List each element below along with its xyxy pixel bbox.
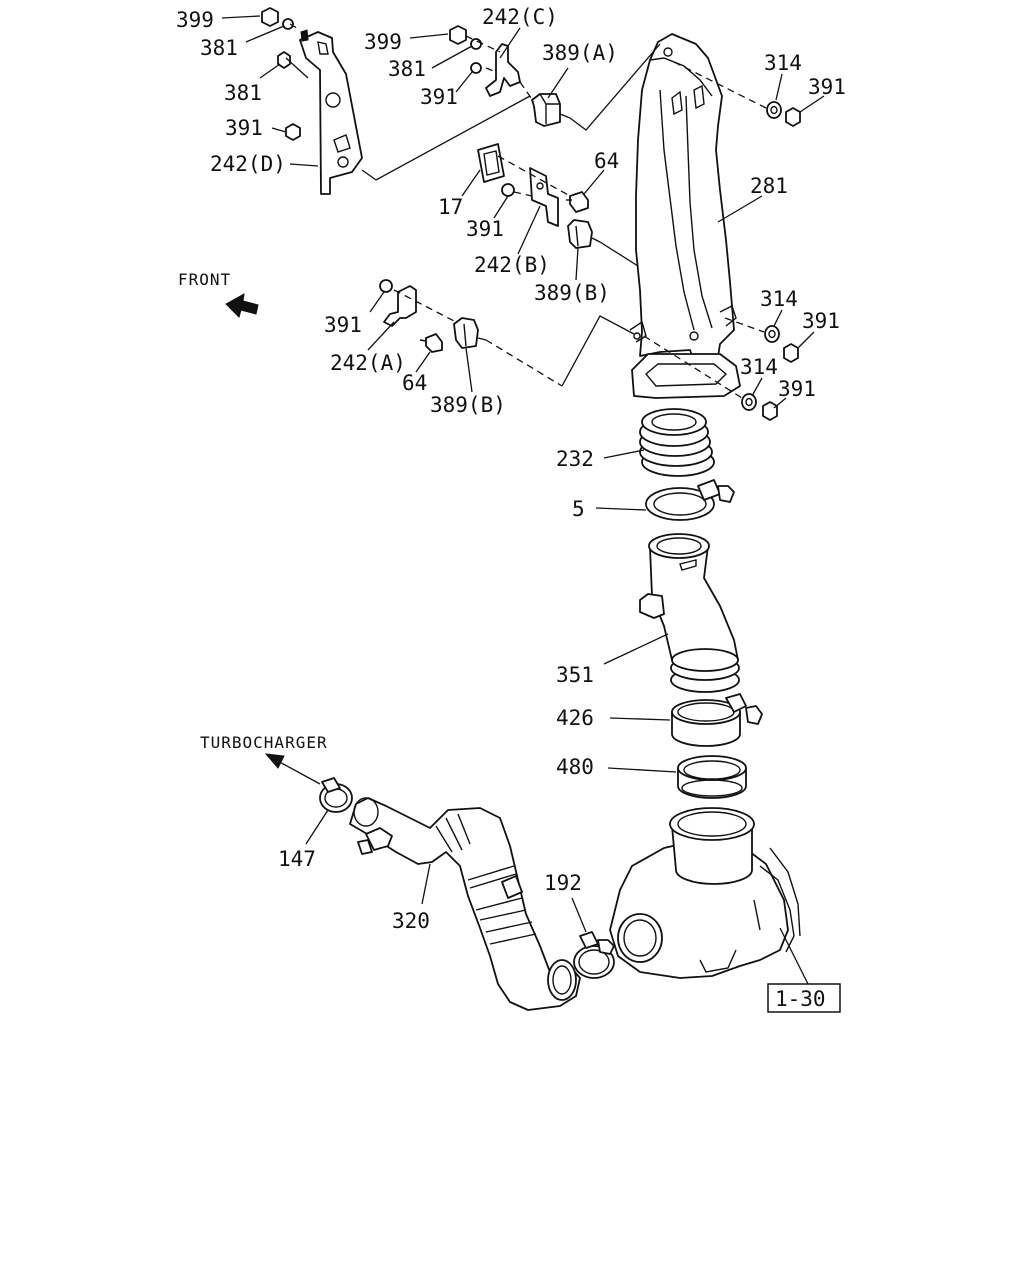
washer-314-mid xyxy=(764,325,780,343)
callout-232: 232 xyxy=(556,447,594,471)
mount-389a xyxy=(531,93,571,127)
callout-399-mid: 399 xyxy=(364,30,402,54)
mount-389b-lower xyxy=(453,317,487,349)
callout-391-bracket-b: 391 xyxy=(466,217,504,241)
bracket-242a xyxy=(383,285,417,327)
hose-320 xyxy=(349,797,581,1011)
ring-480 xyxy=(677,755,747,799)
nut-391-left xyxy=(285,123,301,141)
bracket-242b xyxy=(529,167,559,227)
nut-391-mid-right xyxy=(783,343,799,363)
callout-242c: 242(C) xyxy=(482,5,558,29)
callout-426: 426 xyxy=(556,706,594,730)
front-arrow-icon xyxy=(225,293,259,318)
air-cleaner xyxy=(609,807,801,979)
nut-391-top-right xyxy=(785,107,801,127)
intake-duct-281 xyxy=(629,33,741,399)
washer-381-top-left xyxy=(282,18,294,30)
callout-314-low: 314 xyxy=(740,355,778,379)
front-note: FRONT xyxy=(178,270,231,289)
callout-242a: 242(A) xyxy=(330,351,406,375)
callout-labels: 399 381 381 391 242(D) 399 242(C) 381 39… xyxy=(176,5,846,933)
nut-391-bracket-a xyxy=(379,279,393,293)
callout-391-bracket-a: 391 xyxy=(324,313,362,337)
callout-242b: 242(B) xyxy=(474,253,550,277)
callout-314-mid: 314 xyxy=(760,287,798,311)
bolt-64-upper xyxy=(566,191,589,213)
callout-391-left: 391 xyxy=(225,116,263,140)
nut-391-mid xyxy=(470,62,482,74)
callout-389b-upper: 389(B) xyxy=(534,281,610,305)
callout-64-upper: 64 xyxy=(594,149,619,173)
callout-320: 320 xyxy=(392,909,430,933)
callout-242d: 242(D) xyxy=(210,152,286,176)
stud xyxy=(300,29,309,42)
nut-399-top-left xyxy=(261,7,279,27)
assembly-lines xyxy=(289,23,767,399)
mount-389b-upper xyxy=(567,219,601,249)
callout-381-mid: 381 xyxy=(388,57,426,81)
callout-192: 192 xyxy=(544,871,582,895)
clamp-426 xyxy=(671,693,763,747)
callout-391-mid-right: 391 xyxy=(802,309,840,333)
callout-399-top-left: 399 xyxy=(176,8,214,32)
turbocharger-note: TURBOCHARGER xyxy=(200,733,328,752)
callout-147: 147 xyxy=(278,847,316,871)
washer-314-low xyxy=(741,393,757,411)
nut-381-left xyxy=(277,51,291,69)
callout-281: 281 xyxy=(750,174,788,198)
bolt-64-lower xyxy=(419,333,443,353)
leader-lines xyxy=(221,15,825,985)
nut-399-mid xyxy=(449,25,467,45)
callout-381-top-left: 381 xyxy=(200,36,238,60)
nut-391-low-right xyxy=(762,401,778,421)
washer-314-top xyxy=(766,101,782,119)
callout-389b-lower: 389(B) xyxy=(430,393,506,417)
callout-391-low-right: 391 xyxy=(778,377,816,401)
gasket-17 xyxy=(477,143,505,183)
reference-box[interactable]: 1-30 xyxy=(767,983,841,1013)
turbocharger-arrow-icon xyxy=(264,753,321,785)
bracket-242d xyxy=(299,31,363,195)
callout-389a: 389(A) xyxy=(542,41,618,65)
callout-391-top-right: 391 xyxy=(808,75,846,99)
bellows-232 xyxy=(639,408,715,477)
callout-314-top: 314 xyxy=(764,51,802,75)
clamp-192 xyxy=(573,931,615,979)
nut-391-bracket-b xyxy=(501,183,515,197)
pipe-351 xyxy=(639,533,740,693)
callout-480: 480 xyxy=(556,755,594,779)
callout-391-mid: 391 xyxy=(420,85,458,109)
callout-381-left: 381 xyxy=(224,81,262,105)
reference-box-label: 1-30 xyxy=(775,987,826,1011)
washer-381-mid xyxy=(470,38,482,50)
callout-5: 5 xyxy=(572,497,585,521)
callout-64-lower: 64 xyxy=(402,371,427,395)
clamp-147 xyxy=(319,777,353,813)
callout-351: 351 xyxy=(556,663,594,687)
clamp-5 xyxy=(645,479,735,521)
callout-17: 17 xyxy=(438,195,463,219)
